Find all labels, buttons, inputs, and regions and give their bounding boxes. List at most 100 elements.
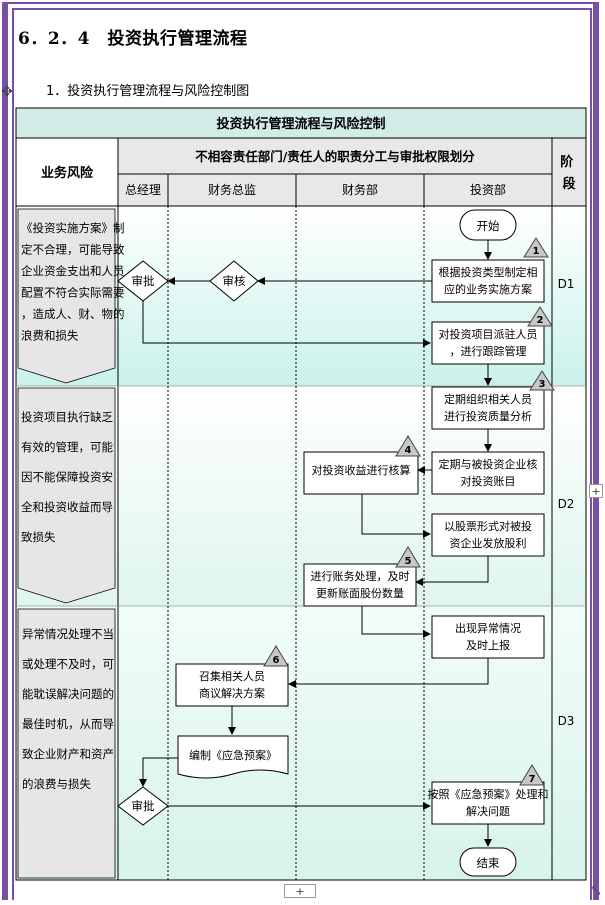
column-header-cfo: 财务总监 [208, 182, 256, 197]
step-marker-4: 4 [395, 435, 421, 457]
text-line: 更新账面股份数量 [316, 586, 404, 600]
text-line: 出现异常情况 [455, 621, 521, 635]
svg-text:4: 4 [405, 445, 412, 456]
risk-text-3: 异常情况处理不当或处理不及时，可能耽误解决问题的最佳时机，从而导致企业财产和资产… [22, 627, 114, 791]
text-line: 有效的管理，可能 [21, 440, 113, 454]
wrapped-text: 对投资项目派驻人员，进行跟踪管理 [439, 327, 538, 358]
text-line: 按照《应急预案》处理和 [428, 787, 549, 801]
text-line: 配置不符合实际需要 [21, 286, 125, 300]
svg-text:5: 5 [405, 556, 412, 567]
svg-text:审核: 审核 [223, 274, 246, 288]
svg-text:结束: 结束 [477, 856, 500, 870]
text-line: 异常情况处理不当 [22, 627, 114, 641]
stage-header: 阶 段 [560, 154, 578, 192]
process-node-5: 进行账务处理，及时更新账面股份数量 [303, 563, 417, 607]
svg-text:开始: 开始 [477, 219, 500, 233]
step-marker-1: 1 [523, 237, 549, 258]
text-line: 对投资项目派驻人员 [439, 327, 538, 341]
text-line: 致企业财产和资产 [22, 747, 114, 761]
process-node-6b: 召集相关人员商议解决方案 [175, 663, 289, 707]
stage-header-char-1: 阶 [560, 154, 574, 170]
add-row-button[interactable]: + [284, 884, 316, 898]
process-node-2: 对投资项目派驻人员，进行跟踪管理 [431, 321, 545, 365]
text-line: 定不合理，可能导致 [21, 243, 125, 257]
wrapped-text: 定期与被投资企业核对投资账目 [439, 457, 538, 488]
text-line: 进行投资质量分析 [444, 409, 532, 423]
review-node: 审核 [209, 260, 259, 302]
table-title: 投资执行管理流程与风险控制 [216, 116, 385, 132]
text-line: 进行账务处理，及时 [311, 570, 410, 583]
process-node-6a: 出现异常情况及时上报 [431, 615, 545, 659]
page-border-inner [12, 8, 592, 900]
svg-text:编制《应急预案》: 编制《应急预案》 [189, 748, 277, 762]
text-line: 投资项目执行缺乏 [21, 410, 113, 424]
text-line: 能耽误解决问题的 [22, 687, 114, 701]
connector [142, 301, 431, 347]
document-node-6c: 编制《应急预案》 [177, 735, 289, 779]
wrapped-text: 以股票形式对被投资企业发放股利 [444, 519, 532, 550]
text-line: 召集相关人员 [199, 669, 265, 683]
process-node-4a: 对投资收益进行核算 [303, 451, 419, 495]
svg-text:3: 3 [539, 379, 546, 390]
text-line: 最佳时机，从而导 [22, 717, 114, 731]
division-header: 不相容责任部门/责任人的职责分工与审批权限划分 [195, 149, 475, 164]
text-line: ，造成人、财、物的 [21, 307, 125, 321]
end-node: 结束 [459, 847, 517, 877]
add-column-button[interactable]: + [589, 484, 603, 498]
text-line: 及时上报 [466, 638, 510, 652]
connector [288, 658, 489, 688]
text-line: 致损失 [21, 530, 56, 544]
connector [415, 556, 489, 586]
text-line: 定期组织相关人员 [444, 392, 532, 406]
table-resize-handle-icon[interactable]: ⤡ [591, 884, 601, 897]
text-line: 解决问题 [466, 804, 510, 818]
text-line: 商议解决方案 [199, 686, 265, 700]
text-line: 资企业发放股利 [450, 536, 527, 550]
connector [361, 606, 431, 638]
svg-text:审批: 审批 [132, 274, 155, 288]
text-line: 根据投资类型制定相 [439, 265, 538, 279]
process-node-4c: 以股票形式对被投资企业发放股利 [431, 513, 545, 557]
approve-node-2: 审批 [117, 786, 169, 826]
text-line: 对投资收益进行核算 [312, 463, 411, 477]
wrapped-text: 定期组织相关人员进行投资质量分析 [444, 392, 532, 423]
svg-text:审批: 审批 [132, 799, 155, 813]
svg-text:6: 6 [273, 655, 280, 666]
column-header-finance: 财务部 [342, 182, 378, 197]
wrapped-text: 《投资实施方案》制定不合理，可能导致企业资金支出和人员配置不符合实际需要 ，造成人… [21, 221, 125, 343]
approve-node-1: 审批 [117, 260, 169, 302]
wrapped-text: 按照《应急预案》处理和解决问题 [428, 787, 549, 818]
sub-heading: 1．投资执行管理流程与风险控制图 [46, 84, 250, 99]
section-heading: 6．2．4 投资执行管理流程 [18, 29, 248, 49]
text-line: 定期与被投资企业核 [439, 457, 538, 471]
start-node: 开始 [459, 209, 517, 241]
svg-text:1: 1 [533, 246, 540, 257]
text-line: 因不能保障投资安 [21, 470, 113, 484]
risk-text-1: 《投资实施方案》制定不合理，可能导致企业资金支出和人员配置不符合实际需要 ，造成人… [21, 221, 125, 343]
stage-label-d1: D1 [558, 277, 575, 291]
wrapped-text: 进行账务处理，及时更新账面股份数量 [311, 570, 410, 600]
text-line: 或处理不及时，可 [22, 657, 114, 671]
step-marker-5: 5 [395, 546, 421, 568]
text-line: 应的业务实施方案 [444, 282, 532, 296]
wrapped-text: 投资项目执行缺乏有效的管理，可能因不能保障投资安全和投资收益而导致损失 [21, 410, 113, 544]
column-header-gm: 总经理 [125, 183, 161, 197]
process-node-4b: 定期与被投资企业核对投资账目 [431, 451, 545, 495]
process-node-3: 定期组织相关人员进行投资质量分析 [431, 386, 545, 430]
process-node-1: 根据投资类型制定相应的业务实施方案 [431, 259, 545, 303]
risk-header: 业务风险 [41, 165, 94, 181]
step-marker-2: 2 [527, 306, 553, 327]
page-border-outer [2, 2, 599, 900]
text-line: 企业资金支出和人员 [21, 264, 125, 278]
text-line: 以股票形式对被投 [444, 519, 532, 533]
text-line: 的浪费与损失 [22, 777, 91, 791]
svg-text:7: 7 [529, 774, 536, 785]
wrapped-text: 异常情况处理不当或处理不及时，可能耽误解决问题的最佳时机，从而导致企业财产和资产… [22, 627, 114, 791]
connector [139, 757, 178, 787]
text-line: 全和投资收益而导 [21, 500, 113, 514]
text-line: 《投资实施方案》制 [21, 221, 125, 235]
step-marker-6: 6 [263, 645, 289, 667]
table-move-handle-icon[interactable]: ✥ [1, 84, 13, 100]
stage-header-char-2: 段 [562, 176, 575, 192]
